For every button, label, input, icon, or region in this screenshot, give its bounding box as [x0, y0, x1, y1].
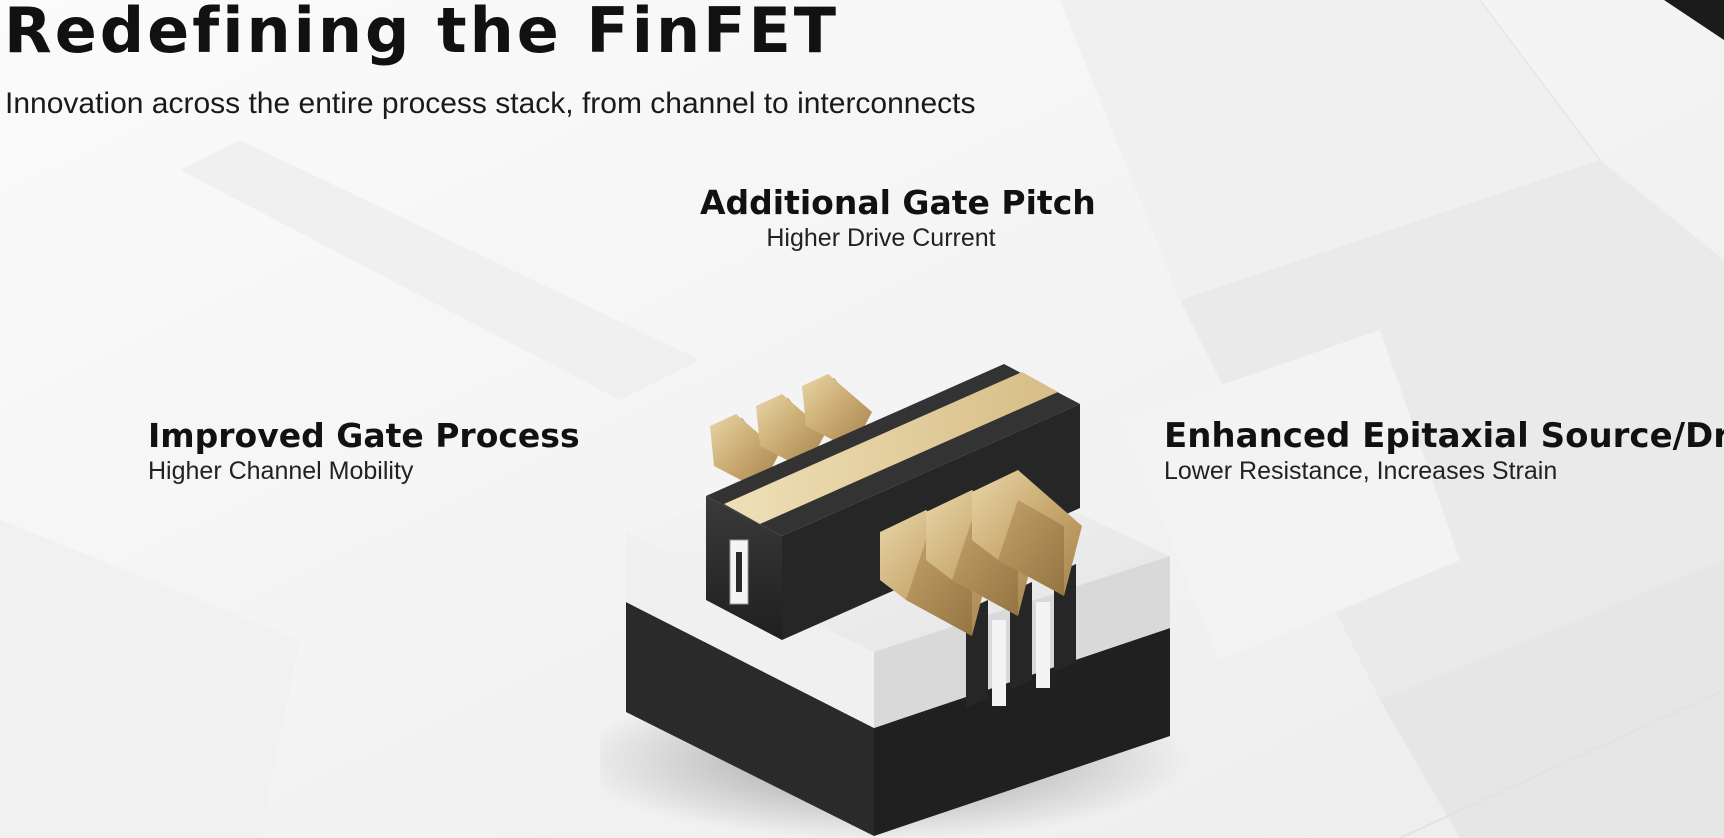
feature-enhanced-epitaxial-source-drain: Enhanced Epitaxial Source/Drain Lower Re… [1164, 416, 1724, 486]
epi-front [880, 470, 1082, 636]
feature-improved-gate-process: Improved Gate Process Higher Channel Mob… [148, 416, 580, 486]
page-subtitle: Innovation across the entire process sta… [5, 87, 976, 120]
feature-additional-gate-pitch: Additional Gate Pitch Higher Drive Curre… [700, 183, 1096, 253]
feature-heading: Improved Gate Process [148, 416, 580, 455]
feature-heading: Additional Gate Pitch [700, 183, 1096, 222]
feature-heading: Enhanced Epitaxial Source/Drain [1164, 416, 1724, 456]
epi-front-3-shade [998, 500, 1064, 596]
substrate-left-face [626, 602, 874, 836]
page-title: Redefining the FinFET [4, 0, 840, 67]
gate-top-gold [724, 372, 1058, 524]
oxide-left-face [626, 532, 874, 728]
substrate-right-face [874, 628, 1170, 836]
feature-detail: Higher Channel Mobility [148, 457, 414, 485]
feature-detail: Higher Drive Current [766, 224, 996, 252]
corner-accent [1664, 0, 1724, 40]
feature-detail: Lower Resistance, Increases Strain [1164, 457, 1558, 485]
finfet-transistor-illustration [600, 364, 1190, 838]
